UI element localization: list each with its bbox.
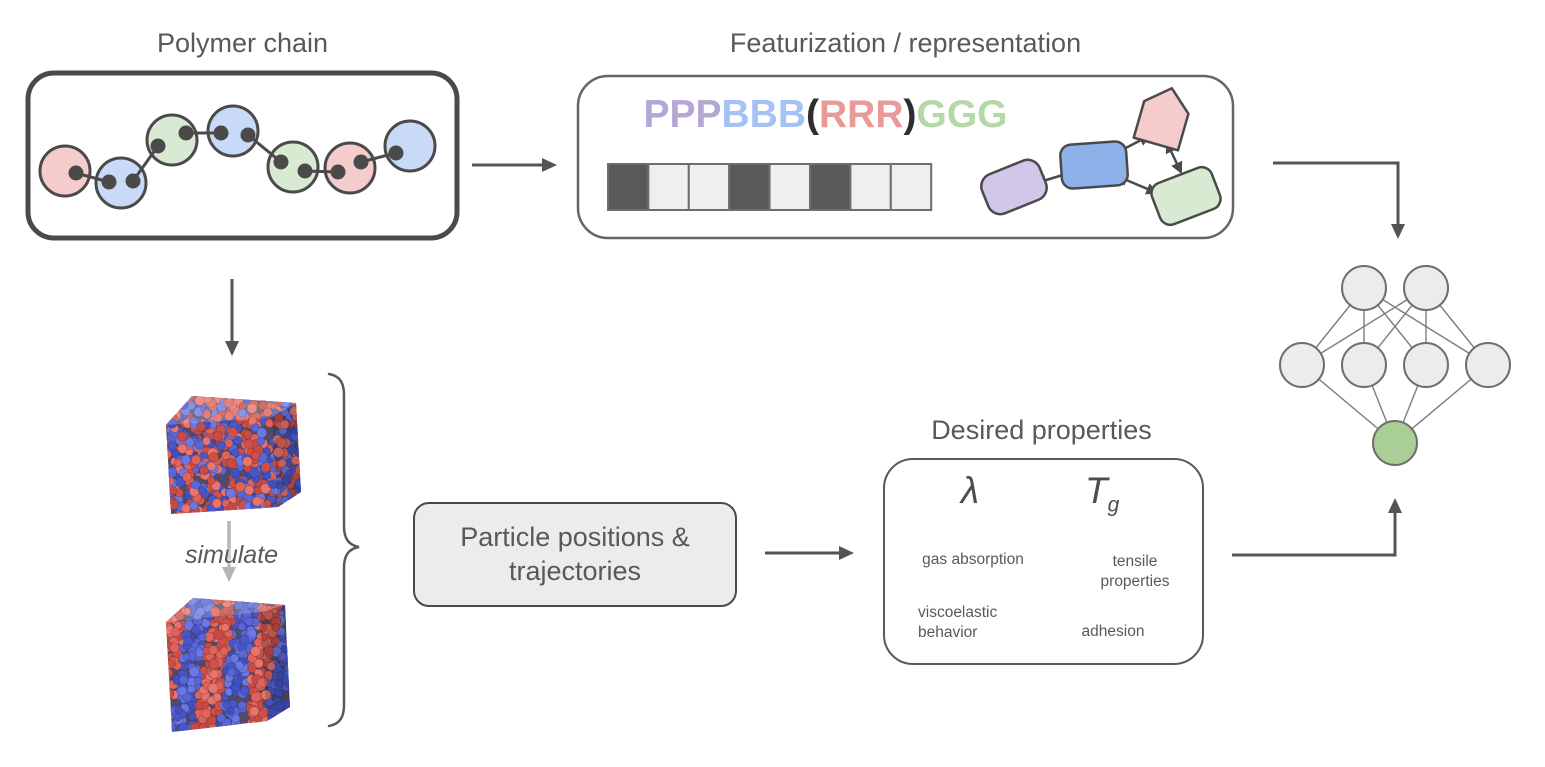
- arrow-properties-to-network: [1232, 498, 1402, 557]
- monomer-bead: [94, 156, 148, 210]
- property-gas-absorption: gas absorption: [922, 551, 1024, 568]
- sequence-segment: (: [806, 93, 820, 136]
- graph-edge: [1165, 140, 1183, 175]
- tg-symbol: Tg: [1085, 470, 1119, 517]
- particle-positions-box: Particle positions & trajectories: [413, 502, 737, 607]
- bit-cell-off: [889, 163, 933, 211]
- graph-node-pink: [1132, 86, 1190, 152]
- property-adhesion: adhesion: [1081, 623, 1145, 640]
- monomer-sequence: PPPBBB(RRR)GGG: [578, 93, 1073, 137]
- graph-node-green: [1150, 165, 1222, 227]
- monomer-bead: [38, 144, 92, 198]
- bit-cell-off: [768, 163, 811, 211]
- simulation-cube-separated: [166, 598, 290, 732]
- nn-node: [1341, 265, 1387, 311]
- sequence-segment: PPP: [643, 93, 722, 136]
- simulation-cube-mixed: [166, 396, 301, 514]
- bitstring-vector: [607, 163, 933, 211]
- property-viscoelastic: viscoelastic behavior: [918, 604, 998, 642]
- bit-cell-on: [809, 163, 852, 211]
- nn-output-node: [1372, 420, 1418, 466]
- curly-brace: [327, 372, 360, 728]
- nn-node: [1465, 342, 1511, 388]
- bit-cell-off: [687, 163, 731, 211]
- graph-edge: [1115, 174, 1159, 195]
- nn-node: [1279, 342, 1325, 388]
- simulate-label: simulate: [184, 541, 279, 569]
- desired-properties-title: Desired properties: [931, 415, 1152, 445]
- neural-network: [1279, 265, 1511, 466]
- sequence-segment: ): [903, 93, 917, 136]
- featurization-title: Featurization / representation: [729, 28, 1082, 58]
- lambda-symbol: λ: [960, 470, 980, 511]
- graph-node-purple: [980, 158, 1048, 216]
- monomer-bead: [383, 119, 437, 173]
- bit-cell-on: [728, 163, 771, 211]
- tg-subscript: g: [1107, 493, 1120, 517]
- sequence-segment: GGG: [916, 93, 1008, 136]
- nn-node: [1403, 342, 1449, 388]
- bit-cell-off: [849, 163, 892, 211]
- nn-node: [1341, 342, 1387, 388]
- sequence-segment: RRR: [819, 93, 904, 136]
- polymer-chain-title: Polymer chain: [156, 28, 329, 58]
- desired-properties-box: [883, 458, 1204, 665]
- arrow-featurization-to-network: [1273, 161, 1405, 239]
- sequence-segment: BBB: [721, 93, 807, 136]
- property-tensile: tensile properties: [1100, 553, 1170, 591]
- monomer-bead: [206, 104, 260, 158]
- molecular-graph: [980, 86, 1222, 227]
- nn-node: [1403, 265, 1449, 311]
- tg-base: T: [1085, 470, 1108, 511]
- bit-cell-off: [647, 163, 690, 211]
- graph-node-blue: [1059, 140, 1129, 190]
- monomer-bead: [266, 140, 320, 194]
- bit-cell-on: [607, 163, 650, 211]
- polymer-beads: [38, 104, 437, 210]
